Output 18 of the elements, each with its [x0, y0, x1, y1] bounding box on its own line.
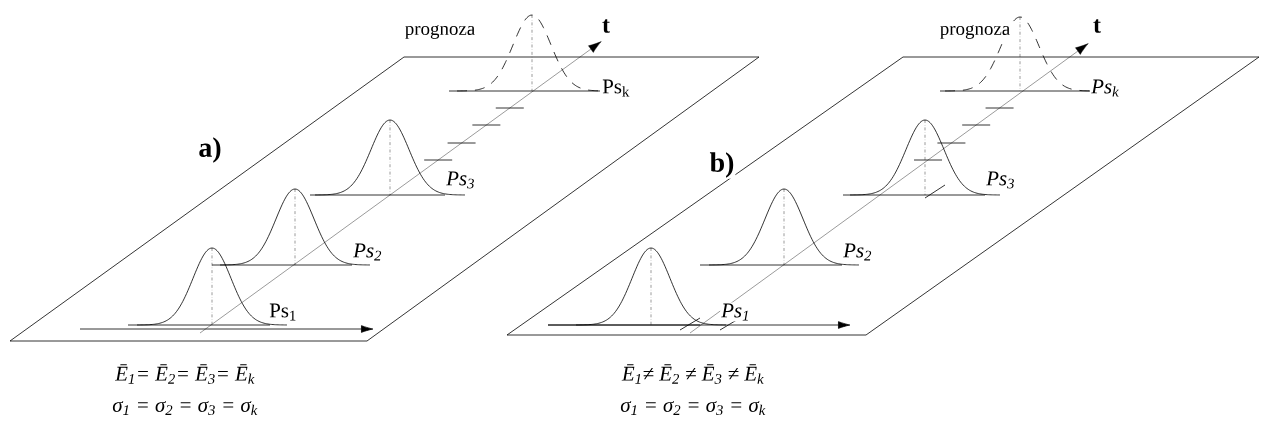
forecast-label: prognoza [938, 24, 1012, 40]
formula: σ$_{1}$ = σ$_{2}$ = σ$_{3}$ = σ$_{k}$ [619, 400, 767, 416]
axis-label: t [601, 18, 611, 34]
curve-label: Ps$_{1}$ [268, 302, 298, 322]
panel-label: b) [708, 151, 736, 179]
curve-label: Ps$_{3}$ [445, 170, 476, 190]
forecast-label: prognoza [403, 24, 477, 40]
formula: Ē$_{1}$= Ē$_{2}$= Ē$_{3}$= Ē$_{k}$ [114, 363, 256, 385]
formula: Ē$_{1}$≠ Ē$_{2}$ ≠ Ē$_{3}$ ≠ Ē$_{k}$ [620, 363, 766, 385]
curve-label: Ps$_{3}$ [985, 170, 1016, 190]
curve-label: Ps$_{k}$ [1090, 78, 1121, 98]
curve-label: Ps$_{2}$ [842, 242, 873, 262]
panel-label: a) [197, 136, 223, 164]
curve-label: Ps$_{2}$ [352, 242, 383, 262]
curve-label: Ps$_{k}$ [601, 78, 631, 98]
formula: σ$_{1}$ = σ$_{2}$ = σ$_{3}$ = σ$_{k}$ [111, 400, 259, 416]
curve-label: Ps$_{1}$ [720, 302, 751, 322]
axis-label: t [1092, 18, 1102, 34]
